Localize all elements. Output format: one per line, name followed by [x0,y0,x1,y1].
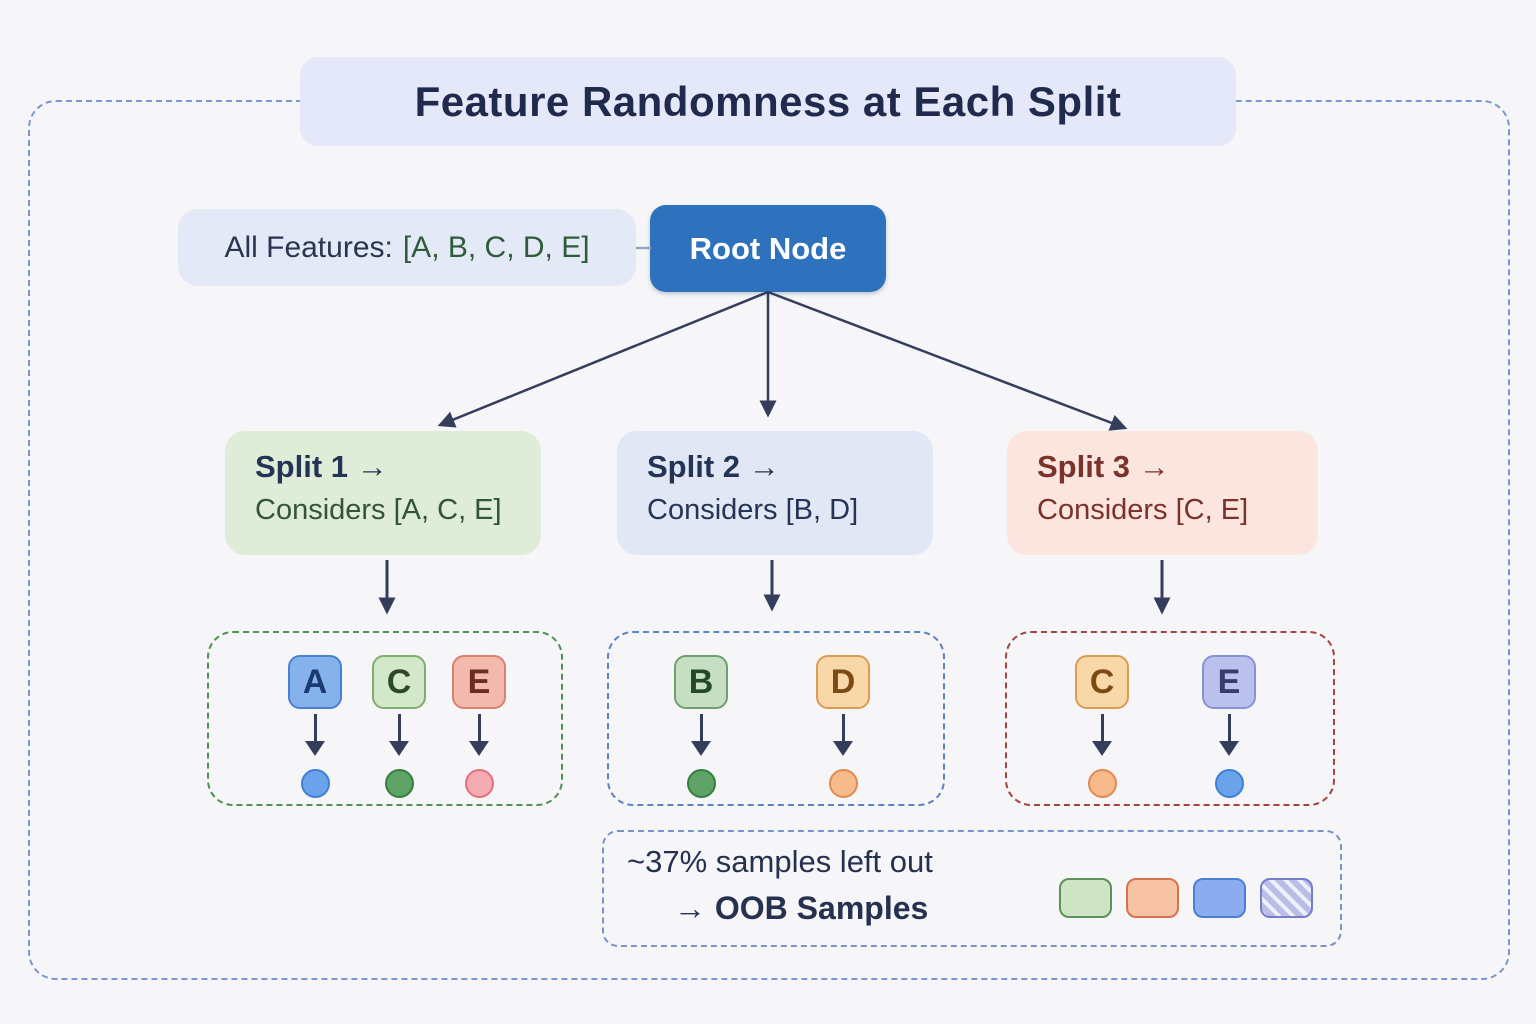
page-title: Feature Randomness at Each Split [414,77,1122,125]
split-1-title: Split 1 → [255,449,388,484]
down-arrowhead-icon [1092,741,1112,756]
feature-group-1: A C E [207,631,563,806]
feature-column: C [372,655,426,798]
swatch-green [1059,878,1112,918]
swatch-orange [1126,878,1179,918]
oob-line1: ~37% samples left out [627,844,933,879]
sample-dot-blue [1214,769,1244,798]
all-features-box: All Features: [A, B, C, D, E] [178,209,636,286]
feature-chip-e: E [1202,655,1256,709]
feature-chip-b: B [674,655,728,709]
split-1-box: Split 1 → Considers [A, C, E] [225,431,541,555]
feature-column: A [288,655,342,798]
down-arrowhead-icon [469,741,489,756]
feature-column: E [1202,655,1256,798]
split-3-title: Split 3 → [1037,449,1170,484]
feature-chip-d: D [816,655,870,709]
down-arrowhead-icon [691,741,711,756]
down-arrow-icon [477,714,481,741]
sample-dot-blue [300,769,330,798]
swatch-purple-hatched [1260,878,1313,918]
split-3-considers: Considers [C, E] [1037,494,1249,526]
feature-group-2: B D [607,631,945,806]
split-1-considers: Considers [A, C, E] [255,494,502,526]
root-node-label: Root Node [689,230,847,266]
feature-chip-c: C [1075,655,1129,709]
sample-dot-orange [1087,769,1117,798]
split-3-box: Split 3 → Considers [C, E] [1007,431,1318,555]
down-arrow-icon [313,714,317,741]
down-arrowhead-icon [305,741,325,756]
split-2-box: Split 2 → Considers [B, D] [617,431,933,555]
oob-samples-box: ~37% samples left out → OOB Samples [602,830,1342,947]
feature-group-3: C E [1005,631,1335,806]
feature-chip-a: A [288,655,342,709]
sample-dot-green [686,769,716,798]
sample-dot-green [384,769,414,798]
swatch-blue [1193,878,1246,918]
oob-line2: → OOB Samples [674,890,929,926]
root-node: Root Node [650,205,886,292]
down-arrow-icon [841,714,845,741]
split-2-title: Split 2 → [647,449,780,484]
down-arrow-icon [1227,714,1231,741]
down-arrow-icon [699,714,703,741]
sample-dot-orange [828,769,858,798]
diagram-title-box: Feature Randomness at Each Split [300,57,1236,146]
feature-column: B [674,655,728,798]
down-arrow-icon [397,714,401,741]
feature-column: D [816,655,870,798]
sample-dot-pink [464,769,494,798]
down-arrowhead-icon [389,741,409,756]
feature-column: E [452,655,506,798]
down-arrowhead-icon [833,741,853,756]
oob-swatch-row [1059,878,1313,918]
all-features-list: [A, B, C, D, E] [402,230,590,264]
down-arrow-icon [1100,714,1104,741]
all-features-label: All Features: [224,230,393,264]
split-2-considers: Considers [B, D] [647,494,859,526]
down-arrowhead-icon [1219,741,1239,756]
feature-chip-e: E [452,655,506,709]
feature-column: C [1075,655,1129,798]
feature-chip-c: C [372,655,426,709]
